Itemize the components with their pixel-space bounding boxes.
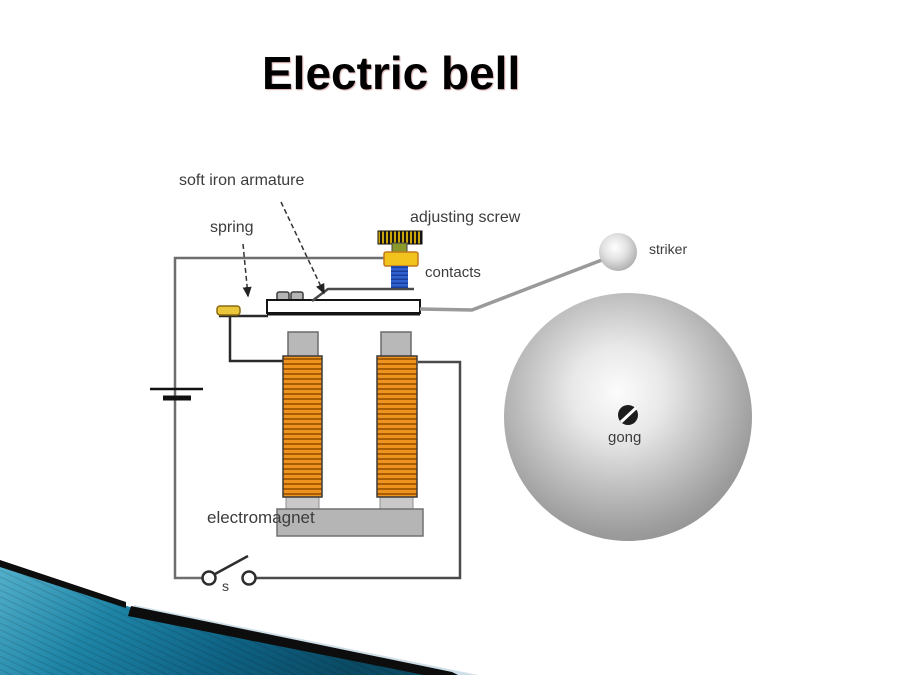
label-switch-s: s <box>222 578 229 594</box>
gong <box>504 293 752 541</box>
striker-arm <box>419 256 608 312</box>
contact-tip-blue <box>391 266 408 288</box>
armature-assembly <box>216 287 421 316</box>
label-adjusting-screw: adjusting screw <box>410 209 521 226</box>
coil-left <box>282 355 323 498</box>
armature-leader <box>280 201 325 295</box>
right-circuit-wire <box>256 360 462 580</box>
core-right <box>380 331 412 359</box>
coil-right <box>376 355 418 498</box>
core-left <box>287 331 319 359</box>
armature-bar <box>266 299 421 314</box>
screw-knurl <box>377 230 423 245</box>
contact-strip <box>311 287 414 302</box>
black-edge-line <box>0 560 126 608</box>
label-contacts: contacts <box>425 264 481 281</box>
switch-icon <box>201 554 257 586</box>
label-spring: spring <box>210 219 254 236</box>
striker-ball <box>599 233 637 271</box>
corner-decoration <box>0 560 478 675</box>
spring-leader <box>242 243 252 298</box>
spring-to-coil-wire <box>228 316 283 363</box>
label-soft-iron-armature: soft iron armature <box>179 172 305 189</box>
electromagnet-base <box>276 508 424 537</box>
adjusting-screw <box>377 230 423 288</box>
circuit-wires <box>173 256 462 580</box>
striker <box>419 233 637 312</box>
label-gong: gong <box>608 429 642 446</box>
left-circuit-wire <box>173 256 384 580</box>
spring-block <box>216 305 241 316</box>
gong-bolt-icon <box>618 405 638 425</box>
electromagnet <box>276 331 424 537</box>
label-striker: striker <box>649 241 688 257</box>
screw-bracket <box>383 251 419 267</box>
page-title: Electric bell <box>262 47 521 99</box>
leader-lines <box>242 201 325 298</box>
black-band <box>128 606 458 675</box>
battery-icon <box>150 387 203 401</box>
label-electromagnet: electromagnet <box>207 508 315 527</box>
